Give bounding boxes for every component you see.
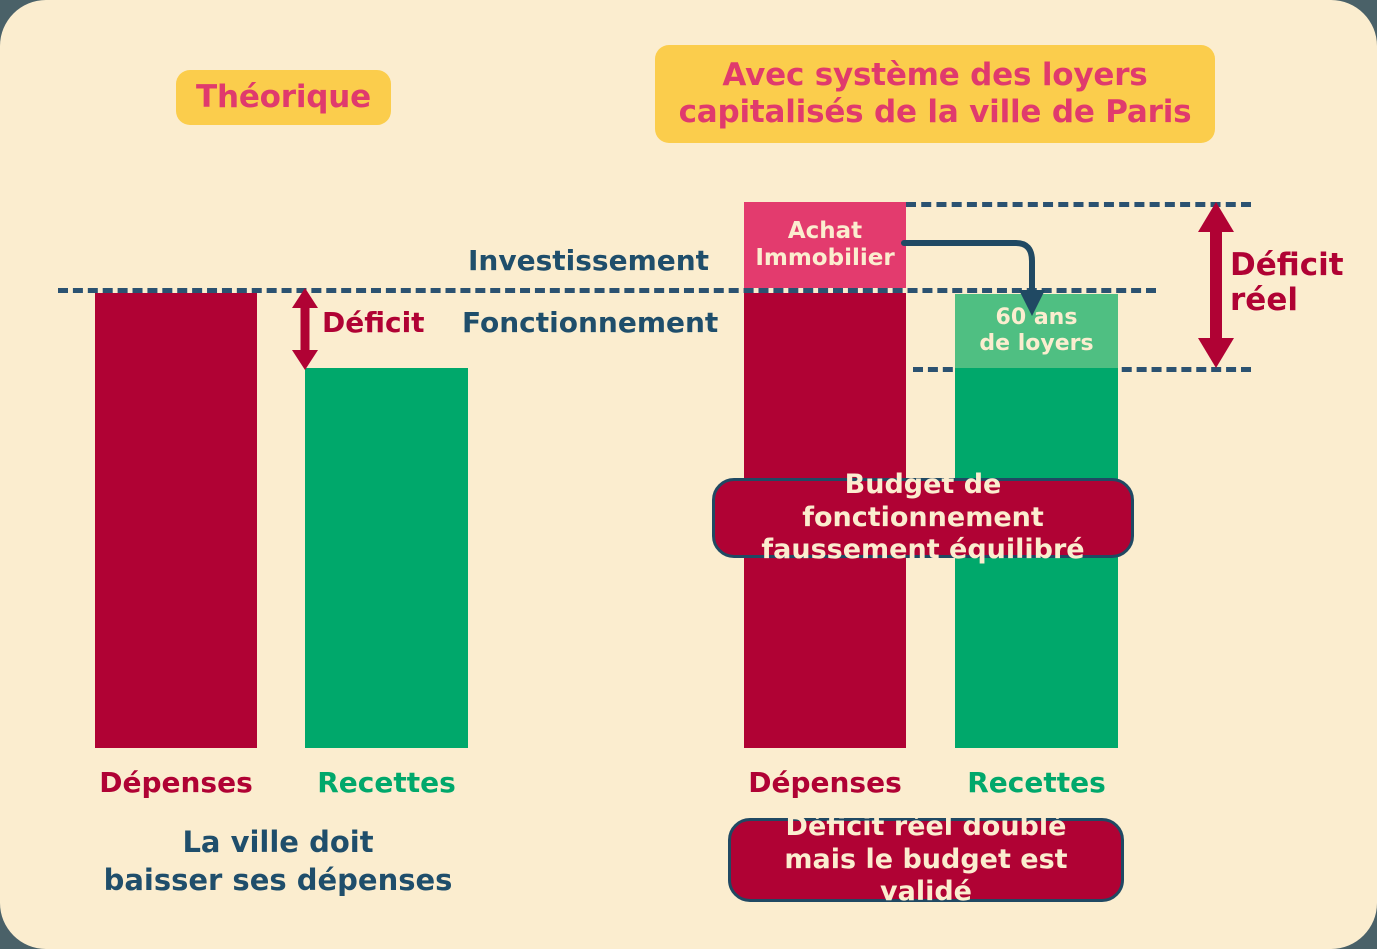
- caption-left-depenses: Dépenses: [99, 766, 253, 799]
- label-deficit-left: Déficit: [322, 306, 425, 339]
- label-deficit-reel: Déficit réel: [1230, 247, 1344, 318]
- label-fonctionnement: Fonctionnement: [462, 306, 719, 339]
- box-achat-immobilier-label: Achat Immobilier: [755, 217, 895, 271]
- bar-left-depenses: [95, 293, 257, 748]
- note-ville-baisser-depenses: La ville doit baisser ses dépenses: [103, 825, 453, 897]
- pill-budget-faussement-equilibre: Budget de fonctionnement faussement équi…: [712, 469, 1134, 565]
- badge-theorique: Théorique: [176, 70, 391, 125]
- pill-deficit-reel-double: Déficit réel doublé mais le budget est v…: [728, 811, 1124, 907]
- box-achat-immobilier: Achat Immobilier: [744, 202, 906, 288]
- bar-left-recettes: [305, 368, 468, 748]
- bar-right-recettes: [955, 368, 1118, 748]
- deficit-reel-arrow-right: [1198, 202, 1234, 368]
- caption-left-recettes: Recettes: [317, 766, 456, 799]
- deficit-arrow-left: [292, 288, 318, 370]
- label-investissement: Investissement: [468, 244, 710, 277]
- dashed-line-top-reference: [906, 202, 1251, 207]
- badge-systeme-loyers: Avec système des loyers capitalisés de l…: [655, 45, 1215, 143]
- caption-right-depenses: Dépenses: [748, 766, 902, 799]
- box-60-ans-de-loyers-label: 60 ans de loyers: [979, 305, 1094, 356]
- caption-right-recettes: Recettes: [967, 766, 1106, 799]
- connector-arrow-achat-to-loyers: [901, 240, 1045, 316]
- dashed-line-fonctionnement-separator: [58, 288, 1156, 293]
- box-60-ans-de-loyers: 60 ans de loyers: [955, 294, 1118, 368]
